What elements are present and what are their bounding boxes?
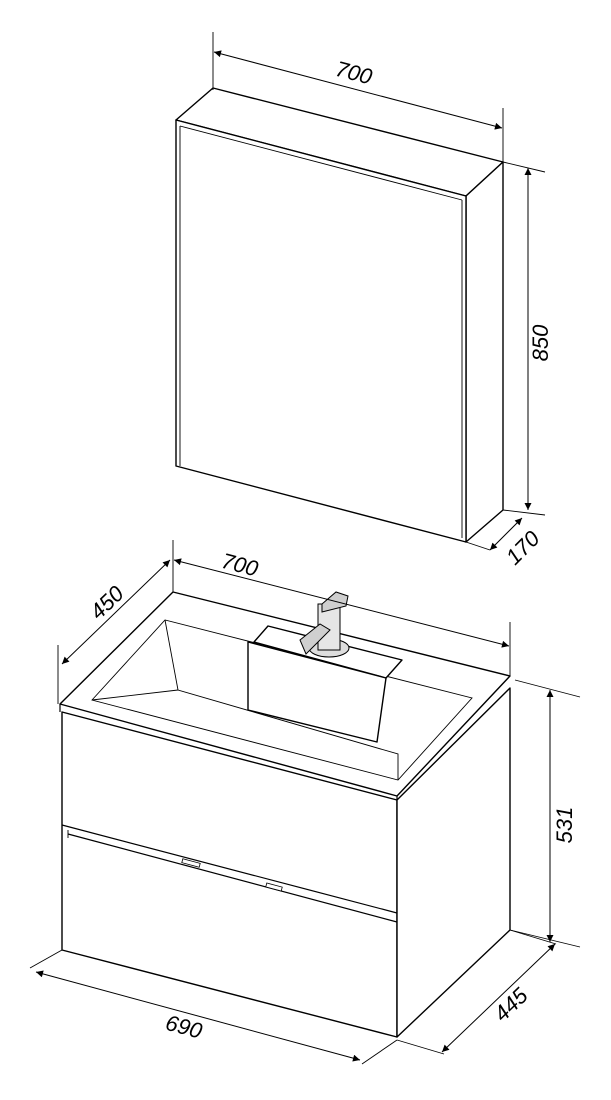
dimension-line — [35, 970, 361, 1062]
dimension-line — [173, 558, 510, 648]
extension-line — [396, 1039, 445, 1055]
dim-vanity-height: 531 — [509, 679, 581, 948]
dim-label-vanity-top-width: 700 — [219, 548, 262, 582]
door-top-edge — [179, 125, 463, 201]
tap-deck-front — [247, 641, 387, 743]
drawer-handle-right — [265, 882, 283, 892]
faucet-icon — [299, 591, 350, 658]
sink-basin-edge — [91, 689, 179, 701]
dimension-line — [441, 943, 556, 1053]
dim-label-vanity-body-depth: 445 — [489, 982, 533, 1026]
dim-label-cabinet-height: 850 — [528, 324, 553, 361]
dimension-line — [61, 559, 171, 665]
drawer-divider-lower — [67, 833, 398, 923]
extension-line — [502, 509, 546, 516]
dimension-line — [489, 517, 523, 551]
mirror-cabinet — [175, 87, 504, 543]
dim-label-vanity-body-width: 690 — [163, 1010, 206, 1044]
cabinet-side-face — [465, 161, 504, 543]
dim-label-vanity-height: 531 — [552, 807, 577, 844]
drawer-divider-upper — [61, 824, 398, 914]
extension-line — [465, 541, 491, 551]
extension-line — [361, 1039, 398, 1065]
extension-line — [509, 929, 557, 945]
sink-basin-inner — [164, 619, 399, 780]
extension-line — [502, 161, 546, 173]
dim-label-vanity-top-depth: 450 — [85, 580, 129, 624]
extension-line — [509, 929, 581, 948]
extension-line — [514, 679, 581, 698]
extension-line — [29, 949, 63, 969]
dimension-line — [213, 50, 503, 130]
vanity-unit — [59, 591, 511, 1038]
dim-cabinet-height: 850 — [502, 161, 553, 516]
drawer-handle-left — [181, 858, 201, 868]
